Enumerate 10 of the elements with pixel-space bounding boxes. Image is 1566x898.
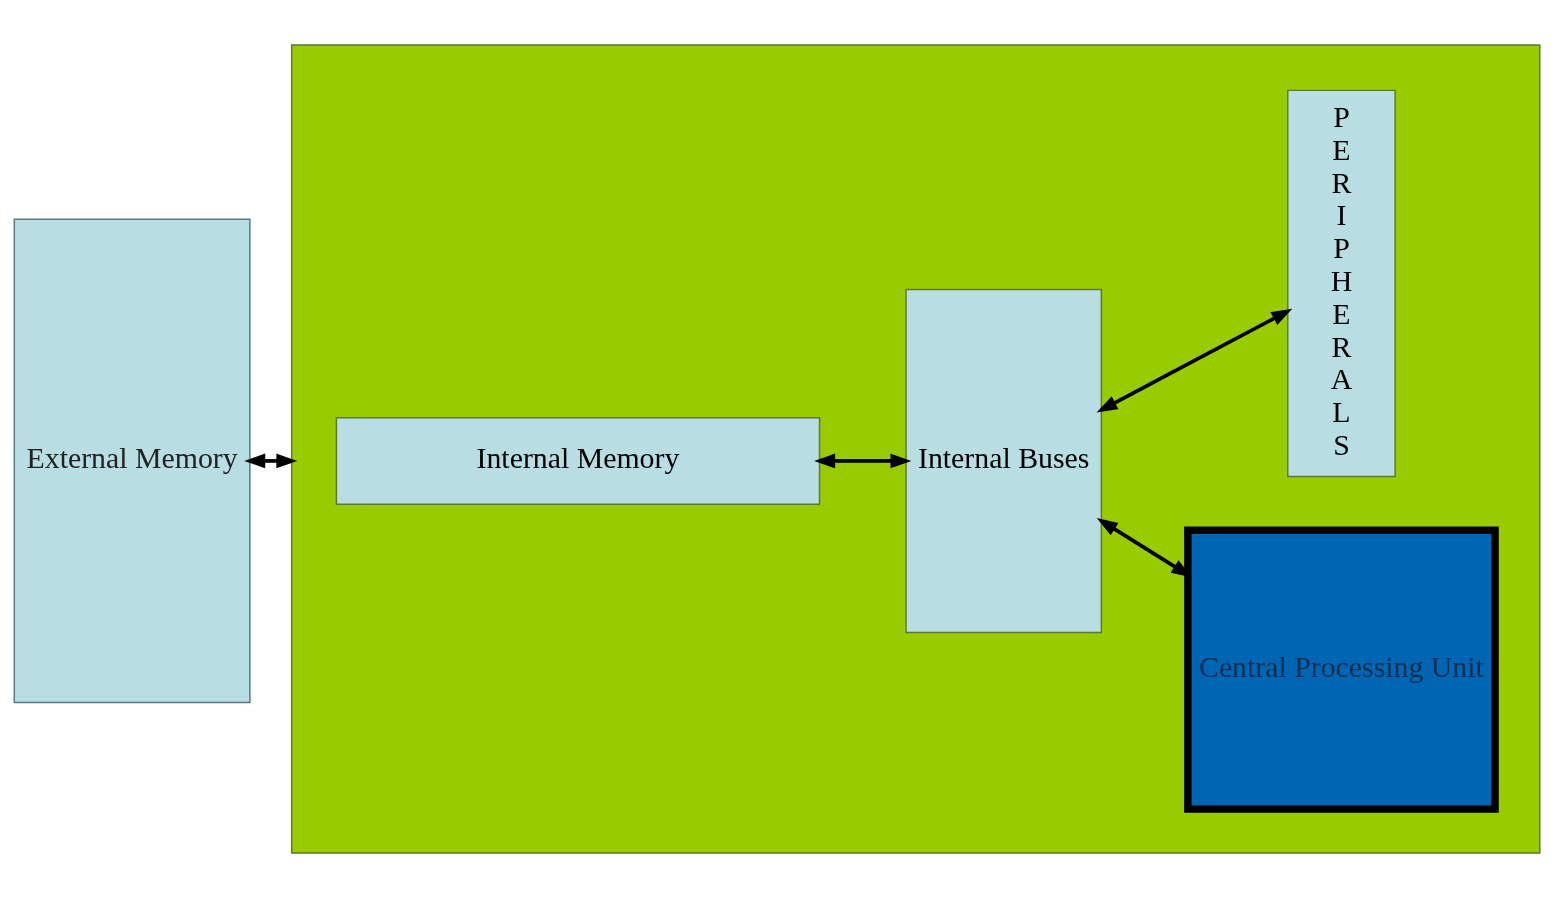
node-box: Central Processing Unit [1184,526,1499,813]
arrow [244,453,298,469]
cluster [290,44,1541,854]
node-box: PERIPHERALS [1287,89,1396,478]
arrow [1096,518,1193,578]
arrow [814,453,912,469]
node-box: External Memory [13,218,251,704]
arrow [1096,308,1293,413]
node-box: Internal Memory [335,416,821,505]
node-box: Internal Buses [905,288,1103,634]
